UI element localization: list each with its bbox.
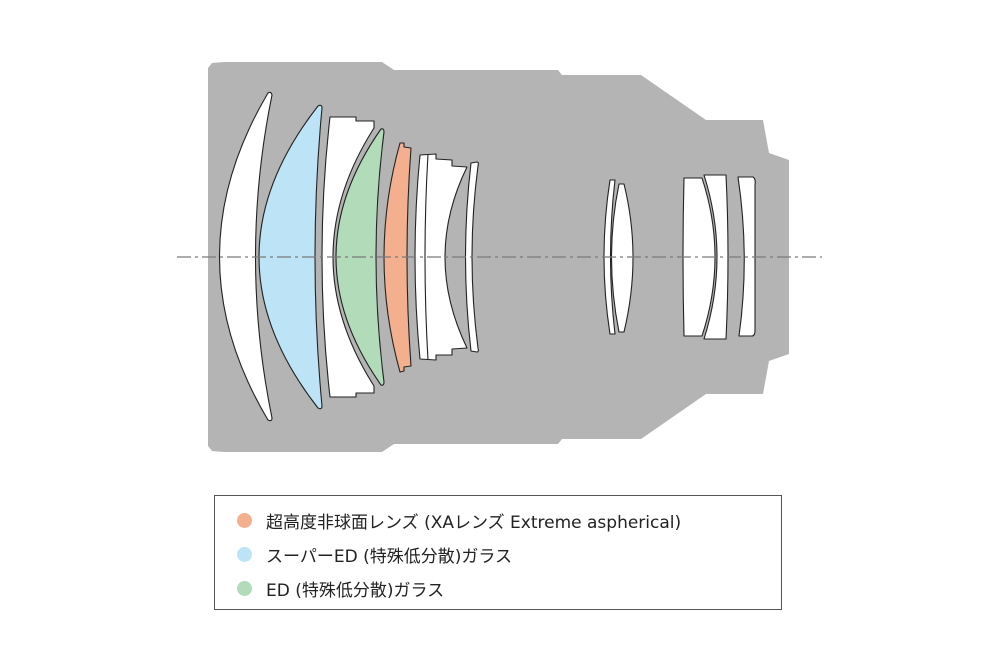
legend-item-xa-lens: 超高度非球面レンズ (XAレンズ Extreme aspherical)	[237, 508, 681, 533]
blue-dot-icon	[237, 547, 252, 562]
legend-label: ED (特殊低分散)ガラス	[266, 581, 445, 601]
orange-dot-icon	[237, 513, 252, 528]
lens-element-9b	[703, 174, 729, 340]
legend-item-super-ed: スーパーED (特殊低分散)ガラス	[237, 542, 512, 567]
green-dot-icon	[237, 581, 252, 596]
legend-label: スーパーED (特殊低分散)ガラス	[266, 547, 512, 567]
legend-label: 超高度非球面レンズ (XAレンズ Extreme aspherical)	[266, 513, 682, 533]
lens-element-8b	[610, 183, 634, 333]
lens-element-6	[414, 153, 468, 361]
legend: 超高度非球面レンズ (XAレンズ Extreme aspherical) スーパ…	[214, 495, 782, 610]
legend-item-ed: ED (特殊低分散)ガラス	[237, 576, 444, 601]
lens-element-3	[321, 116, 375, 398]
lens-element-6-joint	[424, 153, 429, 361]
lens-element-9a	[682, 177, 716, 337]
